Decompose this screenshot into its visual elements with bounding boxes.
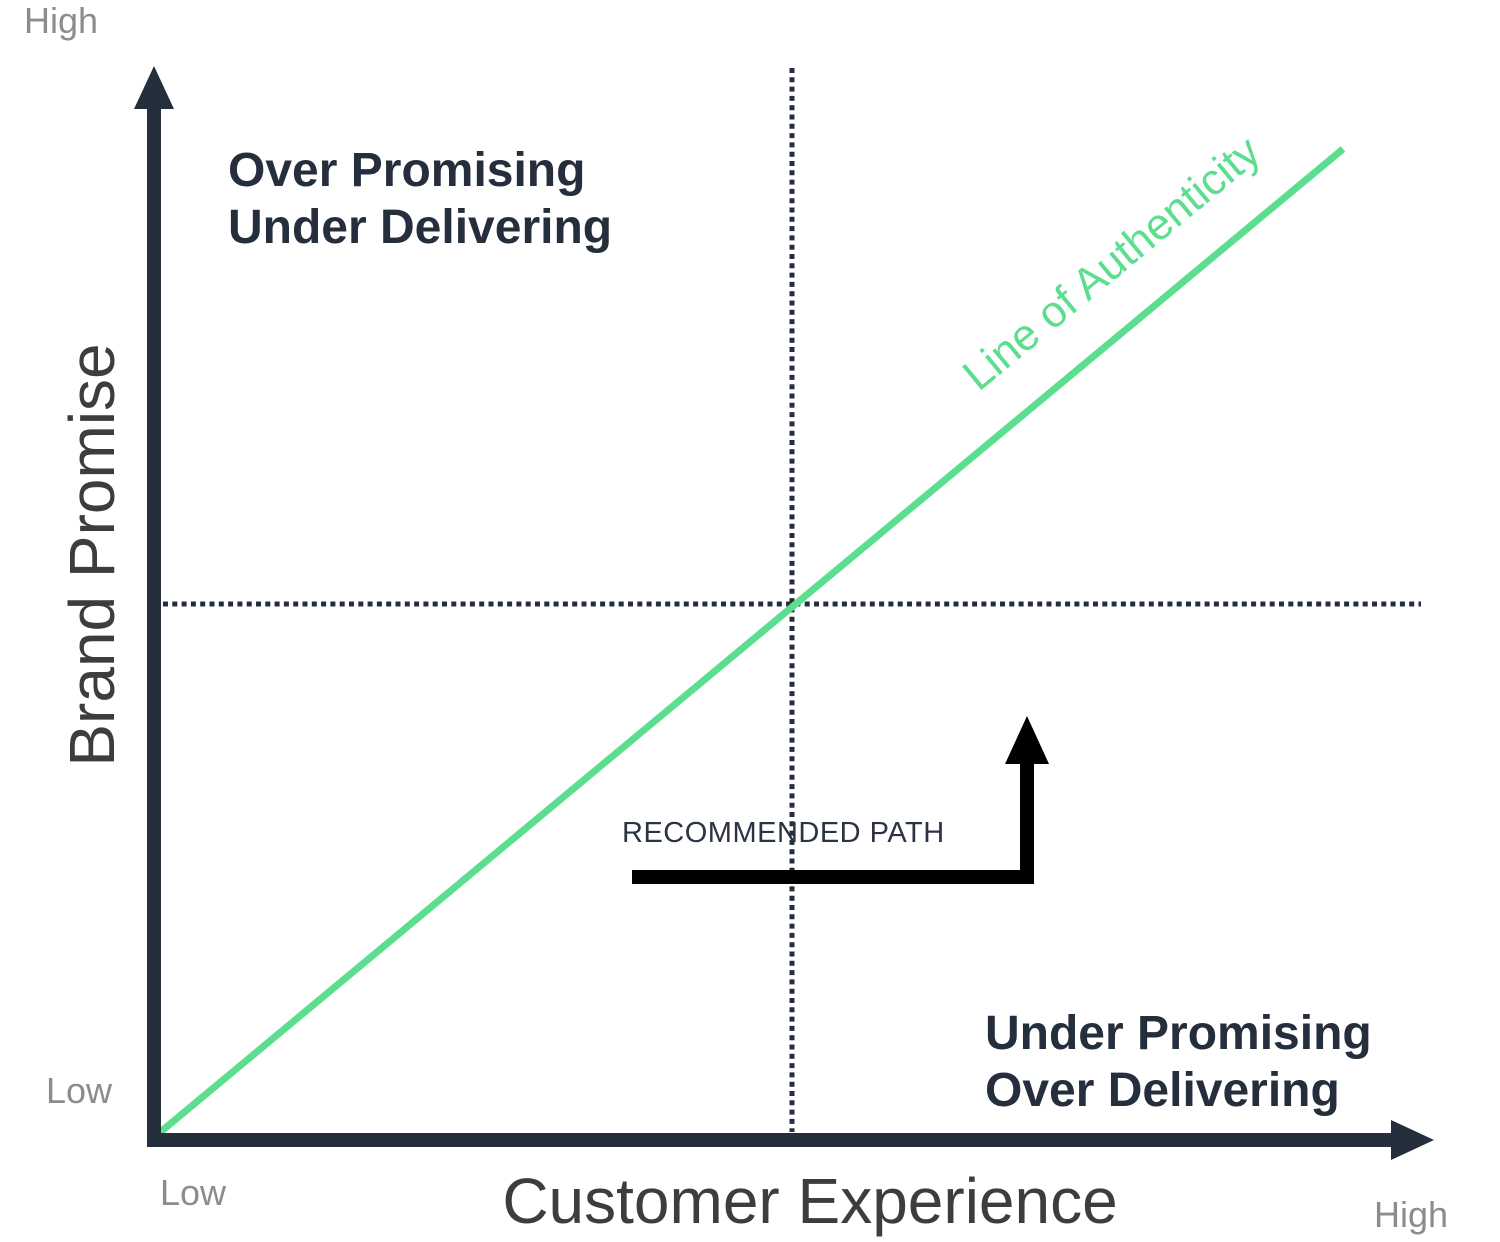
quadrant-top-left-line1: Over Promising: [228, 144, 586, 197]
quadrant-top-left-label: Over Promising Under Delivering: [228, 142, 612, 256]
recommended-path-arrowhead: [1005, 716, 1049, 764]
y-axis-arrowhead: [134, 66, 174, 109]
quadrant-top-left-line2: Under Delivering: [228, 201, 613, 254]
x-axis-arrowhead: [1391, 1120, 1434, 1160]
line-of-authenticity: [155, 146, 1346, 1137]
recommended-path-arrow: [632, 764, 1034, 884]
quadrant-bottom-right-line1: Under Promising: [985, 1007, 1372, 1060]
quadrant-bottom-right-line2: Over Delivering: [985, 1064, 1340, 1117]
x-axis-low-label: Low: [160, 1172, 227, 1213]
x-axis-title: Customer Experience: [502, 1165, 1118, 1237]
y-axis-title: Brand Promise: [56, 343, 128, 767]
x-axis-high-label: High: [1374, 1194, 1449, 1235]
recommended-path-label: RECOMMENDED PATH: [622, 817, 945, 849]
y-axis-high-label: High: [24, 0, 99, 41]
quadrant-bottom-right-label: Under Promising Over Delivering: [985, 1005, 1372, 1119]
y-axis-low-label: Low: [46, 1070, 113, 1111]
